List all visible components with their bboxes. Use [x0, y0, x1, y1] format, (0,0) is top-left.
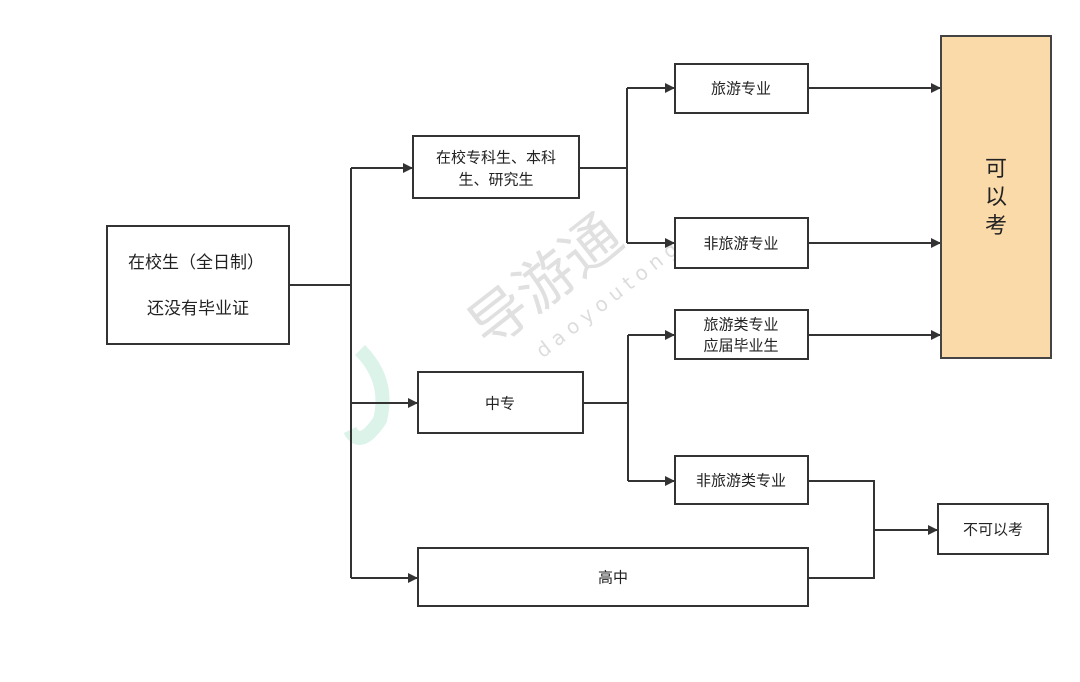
node-tourism-major: 旅游专业 — [674, 63, 809, 114]
connectors — [289, 83, 941, 583]
node-high-school: 高中 — [417, 547, 809, 607]
node-college-line1: 在校专科生、本科 — [436, 149, 556, 167]
watermark: 导游通 daoyoutong — [456, 201, 687, 363]
node-root: 在校生（全日制） 还没有毕业证 — [106, 225, 290, 345]
node-tourism-grad-line1: 旅游类专业 — [703, 316, 778, 334]
node-tourism-grad: 旅游类专业 应届毕业生 — [674, 309, 809, 360]
watermark-logo-icon — [343, 345, 390, 445]
node-tourism-grad-line2: 应届毕业生 — [703, 337, 778, 355]
node-vocational: 中专 — [417, 371, 584, 434]
node-non-tourism-major: 非旅游专业 — [674, 217, 809, 269]
node-eligible-char: 可 — [985, 157, 1007, 182]
node-tourism-major-label: 旅游专业 — [711, 80, 771, 98]
node-non-tourism-class: 非旅游类专业 — [674, 455, 809, 505]
node-eligible: 可 以 考 — [940, 35, 1052, 359]
node-vocational-label: 中专 — [485, 395, 515, 413]
node-root-line2: 还没有毕业证 — [147, 299, 249, 319]
node-non-tourism-class-label: 非旅游类专业 — [696, 472, 786, 490]
node-eligible-char: 以 — [985, 185, 1007, 210]
node-not-eligible: 不可以考 — [937, 503, 1049, 555]
node-root-line1: 在校生（全日制） — [128, 253, 264, 273]
node-college: 在校专科生、本科 生、研究生 — [412, 135, 580, 199]
node-eligible-char: 考 — [985, 214, 1007, 239]
node-high-school-label: 高中 — [598, 569, 628, 587]
node-college-line2: 生、研究生 — [458, 171, 533, 189]
node-not-eligible-label: 不可以考 — [963, 521, 1023, 539]
node-non-tourism-major-label: 非旅游专业 — [703, 235, 778, 253]
